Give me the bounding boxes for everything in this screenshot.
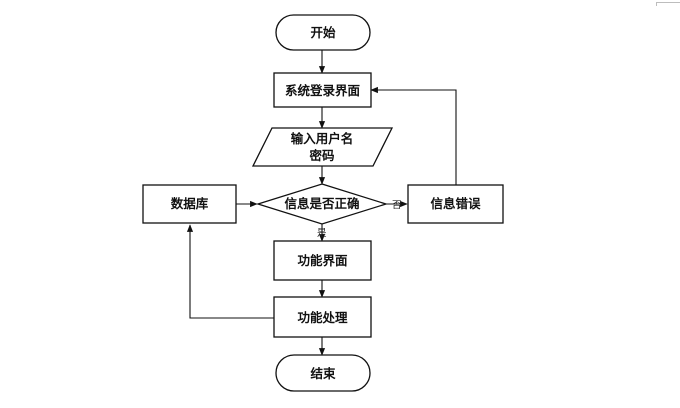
function-screen-node: 功能界面 (273, 240, 372, 281)
end-label: 结束 (310, 366, 336, 381)
database-node: 数据库 (142, 184, 237, 224)
info-error-node: 信息错误 (407, 184, 504, 224)
info-error-label: 信息错误 (430, 196, 481, 211)
function-processing-node: 功能处理 (273, 296, 372, 338)
input-node: 输入用户名 密码 (251, 127, 394, 167)
database-label: 数据库 (170, 196, 209, 211)
start-node: 开始 (275, 14, 371, 51)
function-processing-label: 功能处理 (297, 310, 348, 325)
input-label-line1: 输入用户名 (291, 131, 354, 146)
decision-label: 信息是否正确 (284, 196, 359, 211)
decision-node: 信息是否正确 (255, 183, 389, 225)
arrow-error-to-login (370, 86, 457, 185)
login-screen-label: 系统登录界面 (285, 83, 361, 98)
arrow-proc-to-database (186, 224, 274, 319)
edge-label-no: 否 (392, 200, 402, 211)
start-label: 开始 (310, 25, 336, 40)
corner-frame-mark (656, 2, 680, 6)
input-label-line2: 密码 (308, 148, 334, 163)
edge-label-yes: 是 (317, 228, 327, 239)
end-node: 结束 (275, 354, 371, 392)
login-screen-node: 系统登录界面 (273, 72, 372, 108)
function-screen-label: 功能界面 (297, 253, 348, 268)
connectors (186, 50, 457, 356)
